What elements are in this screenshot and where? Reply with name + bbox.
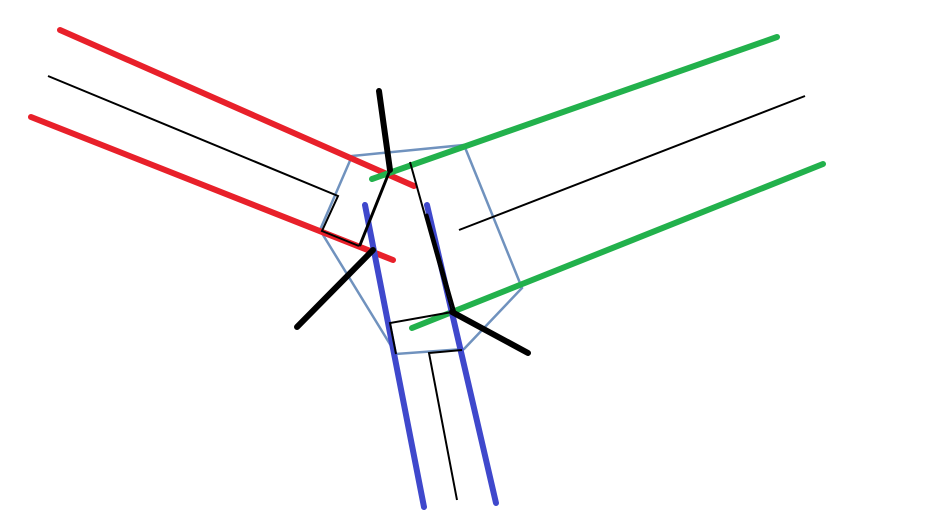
stick-upper-vertical — [376, 88, 393, 173]
stick-left-diagonal — [294, 247, 376, 330]
stick-right-lower — [449, 309, 531, 356]
red-edge-upper — [57, 27, 417, 189]
centerline-bottom-arm — [427, 349, 463, 501]
thin-connector-center — [409, 161, 453, 313]
green-edge-lower — [409, 161, 826, 331]
blue-edge-left — [362, 202, 427, 510]
green-edge-upper — [369, 34, 780, 182]
stick-right-center — [425, 213, 457, 315]
stick-upper-diagonal — [358, 168, 392, 247]
centerline-right-arm — [458, 95, 806, 231]
thin-connector-lower — [388, 311, 453, 355]
centerline-left-arm — [47, 75, 360, 247]
